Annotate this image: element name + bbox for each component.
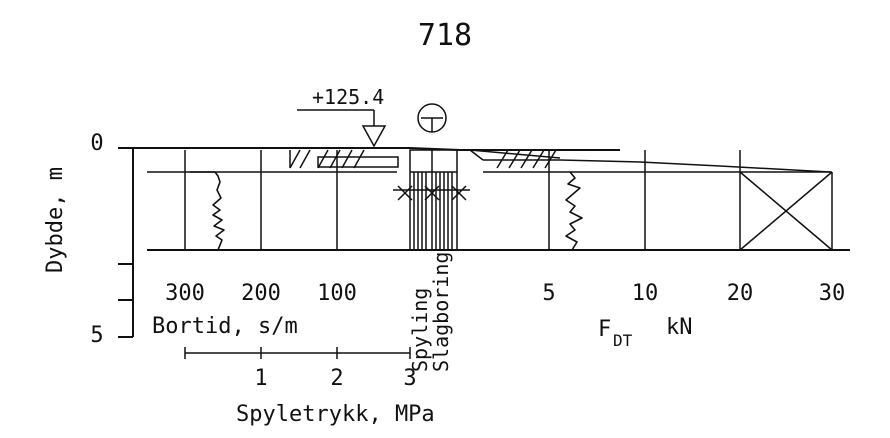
- level-marker-text: +125.4: [312, 85, 384, 109]
- depth-axis: 0 5 Dybde, m: [43, 131, 134, 348]
- force-tick-30: 30: [819, 281, 846, 306]
- cross-box-diag-2: [739, 171, 833, 251]
- slagboring-label: Slagboring: [429, 252, 453, 372]
- spyling-label: Spyling: [408, 288, 432, 372]
- bortid-axis-label: Bortid, s/m: [152, 314, 298, 339]
- force-tick-10: 10: [632, 281, 659, 306]
- drilling-column: Spyling Slagboring: [393, 149, 470, 372]
- force-tick-20: 20: [727, 281, 754, 306]
- depth-axis-label: Dybde, m: [43, 167, 68, 273]
- bortid-graph: 300 200 100 Bortid, s/m: [147, 150, 850, 339]
- force-tick-5: 5: [542, 281, 555, 306]
- depth-tick-0: 0: [90, 131, 103, 156]
- level-marker: +125.4: [297, 85, 387, 148]
- level-triangle-icon: [361, 125, 387, 148]
- pressure-axis: 1 2 3 Spyletrykk, MPa: [184, 347, 435, 427]
- pressure-axis-label: Spyletrykk, MPa: [236, 402, 435, 427]
- t-symbol: [417, 103, 447, 133]
- depth-tick-5: 5: [90, 323, 103, 348]
- pressure-tick-1: 1: [254, 366, 267, 391]
- force-axis-unit: kN: [666, 315, 693, 340]
- bortid-trace: [190, 171, 225, 251]
- bortid-tick-200: 200: [241, 281, 281, 306]
- cross-markers: [393, 185, 470, 201]
- force-trace: [565, 171, 583, 251]
- force-graph: 5 10 20 30 F DT kN: [483, 150, 845, 350]
- bortid-tick-300: 300: [165, 281, 205, 306]
- page-number: 718: [418, 18, 472, 53]
- bortid-tick-100: 100: [317, 281, 357, 306]
- force-axis-label-main: F: [598, 317, 611, 342]
- pressure-tick-2: 2: [330, 366, 343, 391]
- force-axis-label-sub: DT: [613, 331, 633, 350]
- slagboring-hatch: [413, 172, 453, 250]
- pressure-tick-3: 3: [403, 366, 416, 391]
- terrain: [133, 147, 831, 173]
